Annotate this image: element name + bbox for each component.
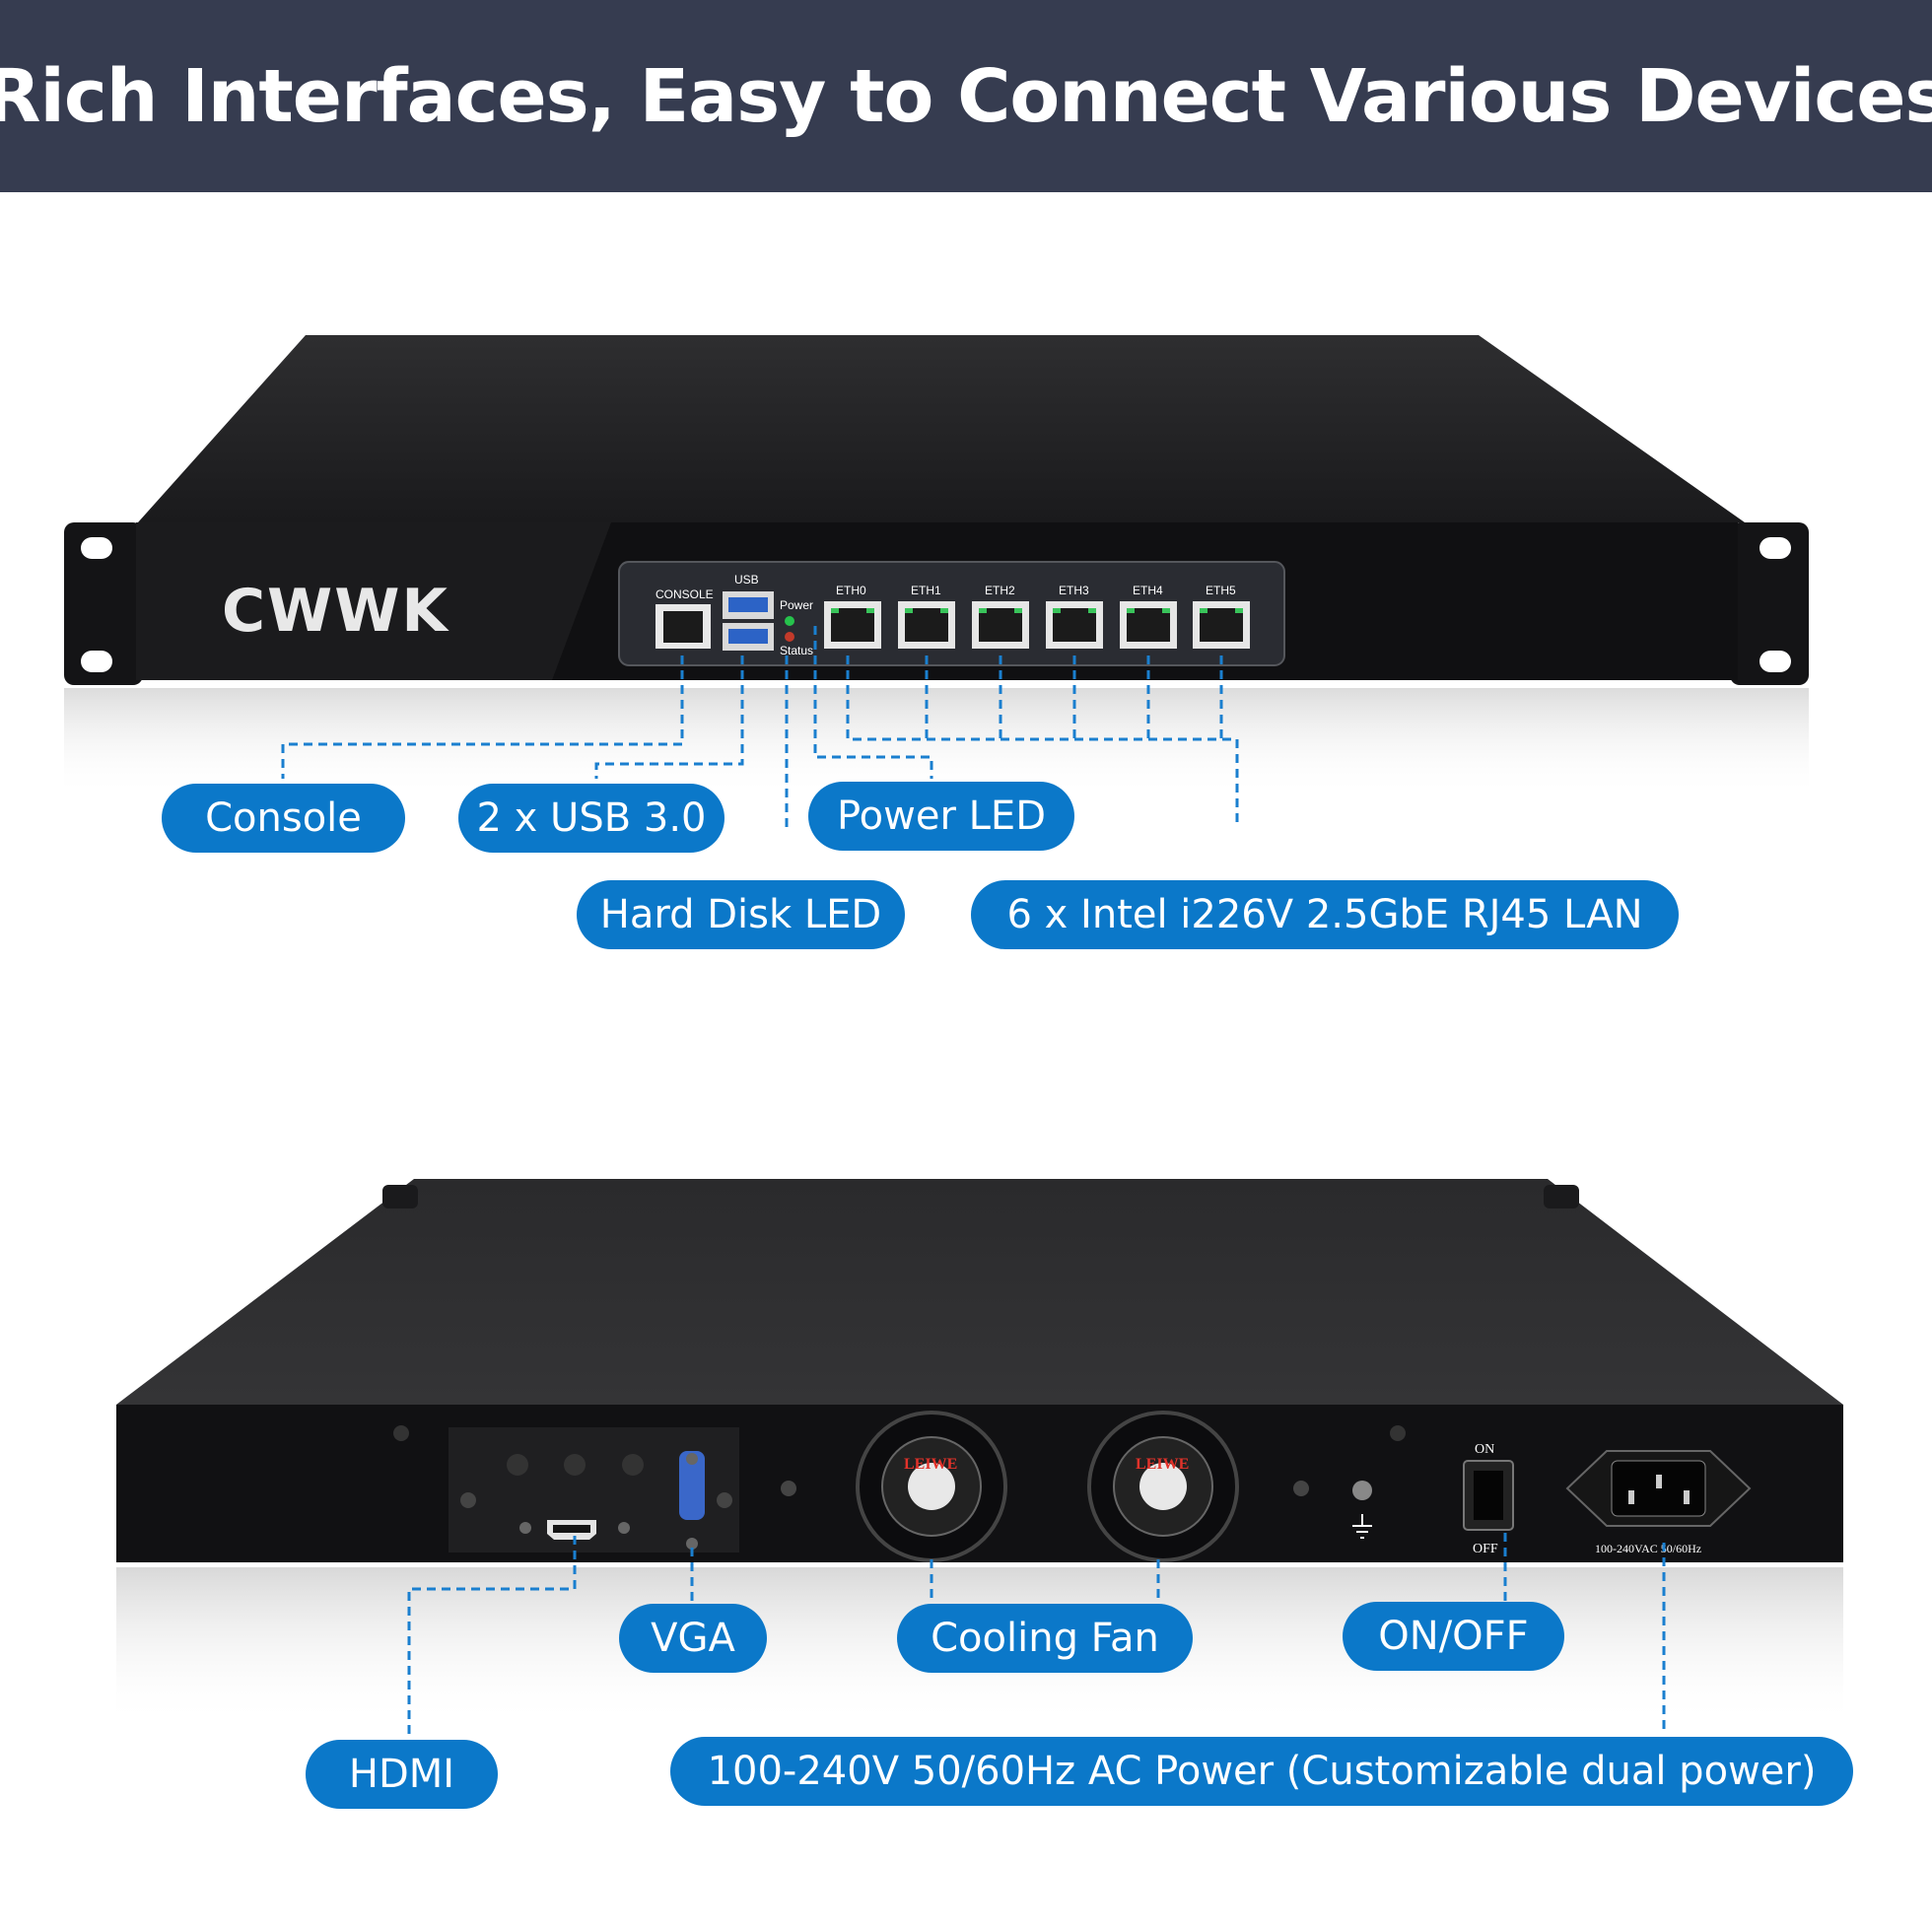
eth-port[interactable] [824, 601, 881, 649]
ground-icon [1352, 1514, 1372, 1539]
rack-ear-right [1730, 522, 1809, 685]
callout-power-led: Power LED [808, 782, 1074, 851]
eth-label: ETH5 [1206, 584, 1236, 597]
callout-usb: 2 x USB 3.0 [458, 784, 724, 853]
leader-lines [407, 1533, 1666, 1735]
switch-on-label: ON [1475, 1442, 1494, 1457]
callout-ac-power: 100-240V 50/60Hz AC Power (Customizable … [670, 1737, 1853, 1806]
callout-cooling-fan: Cooling Fan [897, 1604, 1193, 1673]
usb-label: USB [734, 573, 759, 586]
eth-ports: ETH0 ETH1 ETH2 ETH3 ETH4 ETH5 [824, 584, 1250, 649]
header-banner: Rich Interfaces, Easy to Connect Various… [0, 0, 1932, 192]
console-label: CONSOLE [656, 587, 714, 601]
eth-port[interactable] [1193, 601, 1250, 649]
eth-label: ETH0 [836, 584, 866, 597]
callout-hdmi: HDMI [306, 1740, 498, 1809]
callout-hdd-led: Hard Disk LED [577, 880, 905, 949]
fan-brand: LEIWE [1136, 1456, 1189, 1473]
eth-label: ETH1 [911, 584, 941, 597]
leader-lines [281, 626, 1239, 828]
eth-label: ETH4 [1133, 584, 1163, 597]
eth-label: ETH3 [1059, 584, 1089, 597]
status-led [785, 632, 794, 642]
power-led [785, 616, 794, 626]
callout-vga: VGA [619, 1604, 767, 1673]
chassis-top [116, 1179, 1843, 1405]
fan-brand: LEIWE [904, 1456, 957, 1473]
brand-logo: CWWK [222, 577, 449, 646]
rack-ear-left [64, 522, 143, 685]
cooling-fan-1: LEIWE [856, 1411, 1007, 1562]
chassis-top [138, 335, 1745, 522]
eth-port[interactable] [1046, 601, 1103, 649]
vga-port[interactable] [679, 1451, 705, 1520]
power-rating: 100-240VAC 50/60Hz [1595, 1542, 1701, 1555]
eth-port[interactable] [1120, 601, 1177, 649]
ground-screw [1352, 1481, 1372, 1500]
power-led-label: Power [780, 598, 813, 612]
callout-console: Console [162, 784, 405, 853]
switch-off-label: OFF [1473, 1542, 1498, 1556]
page-title: Rich Interfaces, Easy to Connect Various… [0, 53, 1932, 139]
eth-label: ETH2 [985, 584, 1015, 597]
cooling-fan-2: LEIWE [1087, 1411, 1239, 1562]
callout-lan: 6 x Intel i226V 2.5GbE RJ45 LAN [971, 880, 1679, 949]
front-panel-device: CWWK CONSOLE USB Power Status ETH0 ETH1 … [0, 315, 1932, 828]
eth-port[interactable] [898, 601, 955, 649]
eth-port[interactable] [972, 601, 1029, 649]
status-led-label: Status [780, 644, 813, 657]
callout-on-off: ON/OFF [1343, 1602, 1564, 1671]
reflection [64, 688, 1809, 796]
